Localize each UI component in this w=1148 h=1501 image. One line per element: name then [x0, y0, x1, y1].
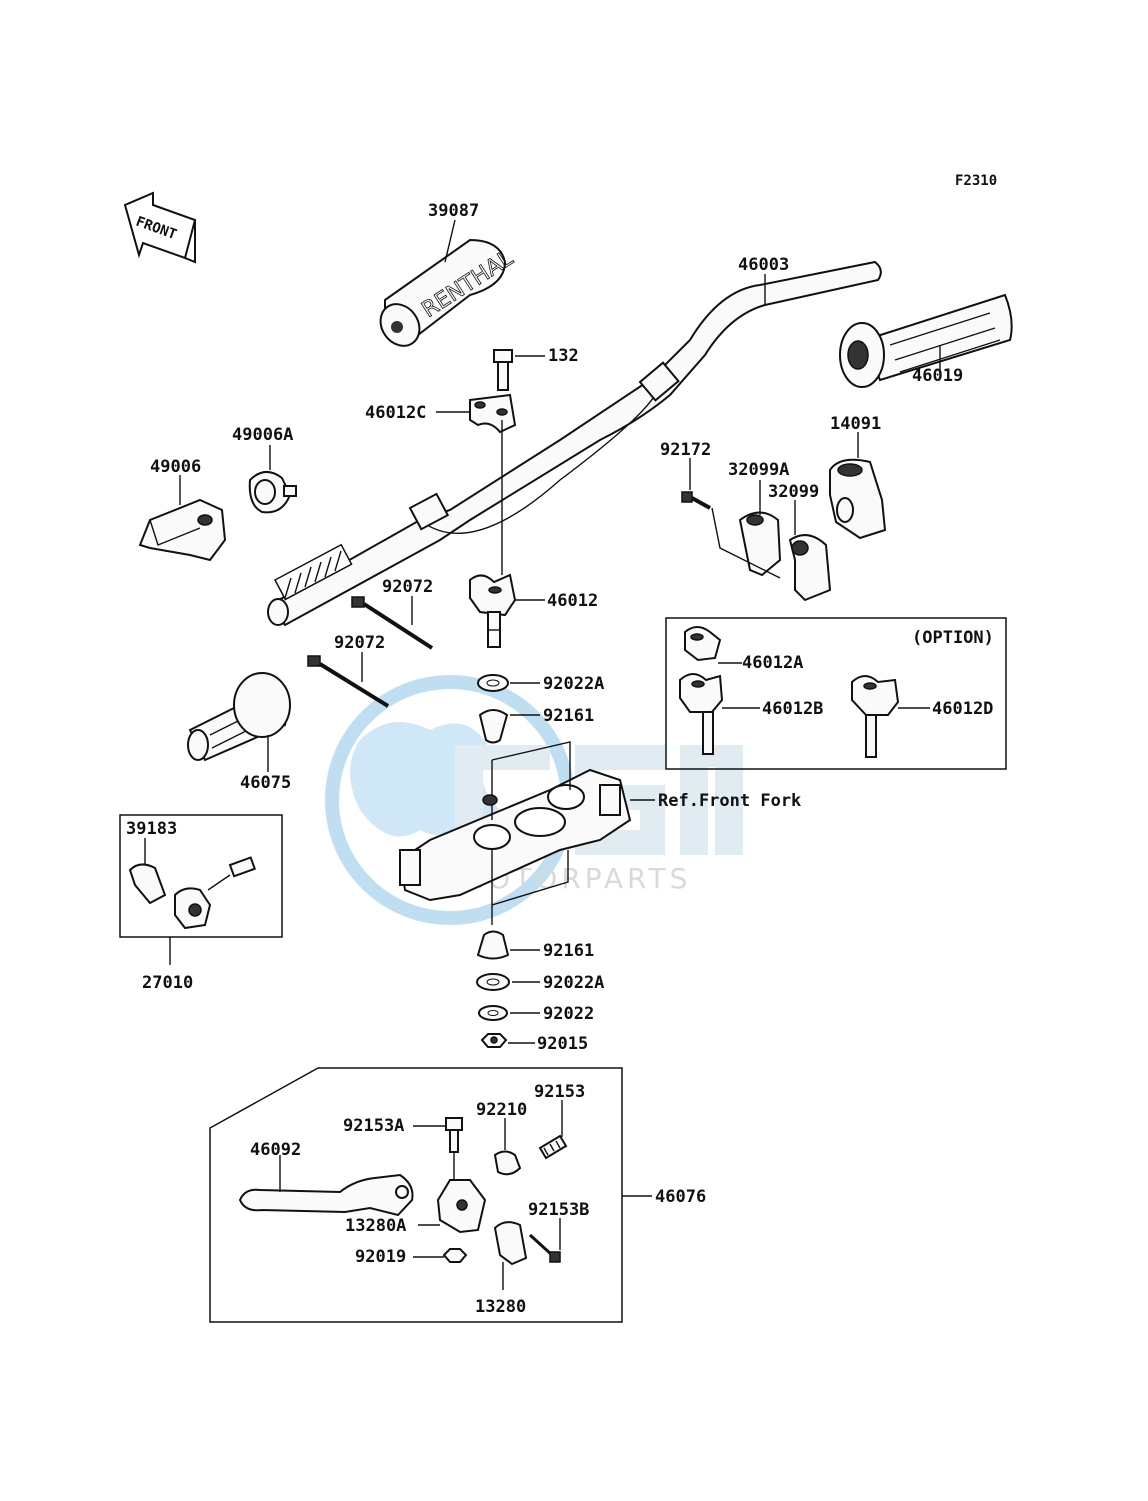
handlebar-holder-46012 [469, 573, 517, 648]
label-92210: 92210 [476, 1100, 527, 1120]
label-92153: 92153 [534, 1082, 585, 1102]
bolt-92153b [528, 1233, 561, 1263]
front-arrow-icon: FRONT [123, 191, 197, 264]
label-92022: 92022 [543, 1004, 594, 1024]
screw-92172 [681, 491, 711, 510]
switch-clamp-39183 [128, 863, 167, 905]
adjuster-92210 [493, 1150, 522, 1176]
label-46003: 46003 [738, 255, 789, 275]
switch-box [119, 814, 283, 938]
handlebar [267, 260, 882, 627]
lever-cover-49006 [138, 498, 227, 562]
label-32099: 32099 [768, 482, 819, 502]
bolt-92153 [538, 1134, 568, 1160]
throttle-cable-clamp-32099 [788, 534, 832, 602]
label-46012d: 46012D [932, 699, 993, 719]
label-46012c: 46012C [365, 403, 426, 423]
rubber-damper-92161-bottom [476, 930, 510, 960]
label-14091: 14091 [830, 414, 881, 434]
nut-92015 [480, 1033, 508, 1048]
label-39087: 39087 [428, 201, 479, 221]
label-92072-upper: 92072 [382, 577, 433, 597]
label-27010: 27010 [142, 973, 193, 993]
throttle-cable-clamp-32099a [738, 511, 782, 577]
bolt-92153a [445, 1117, 463, 1153]
label-46012: 46012 [547, 591, 598, 611]
holder-46012b [679, 673, 724, 755]
washer-92022a-bottom [476, 973, 510, 991]
label-46075: 46075 [240, 773, 291, 793]
label-49006: 49006 [150, 457, 201, 477]
label-92153a: 92153A [343, 1116, 404, 1136]
label-92015: 92015 [537, 1034, 588, 1054]
engine-stop-switch [174, 856, 257, 930]
option-box-label: (OPTION) [912, 628, 994, 648]
cable-tie-92072-upper [351, 596, 434, 650]
rubber-damper-92161-top [478, 709, 509, 744]
label-92022a-top: 92022A [543, 674, 604, 694]
throttle-housing-14091 [829, 458, 887, 540]
label-39183: 39183 [126, 819, 177, 839]
clutch-lever-box [209, 1067, 623, 1323]
lever-holder-13280a [436, 1179, 487, 1234]
cable-tie-92072-lower [307, 655, 390, 708]
washer-92022 [478, 1005, 508, 1021]
clutch-lever-46092 [238, 1173, 414, 1217]
option-box [665, 617, 1007, 770]
label-92161-bottom: 92161 [543, 941, 594, 961]
label-46092: 46092 [250, 1140, 301, 1160]
adjuster-49006a [248, 471, 297, 514]
washer-92022a-top [477, 674, 509, 692]
label-46076: 46076 [655, 1187, 706, 1207]
left-grip-46075 [187, 672, 291, 762]
label-92161-top: 92161 [543, 706, 594, 726]
upper-triple-clamp [398, 768, 632, 902]
label-92022a-bottom: 92022A [543, 973, 604, 993]
throttle-grip [839, 293, 1013, 388]
label-13280: 13280 [475, 1297, 526, 1317]
label-92153b: 92153B [528, 1200, 589, 1220]
label-46012a: 46012A [742, 653, 803, 673]
clamp-46012a [684, 626, 722, 662]
label-46019: 46019 [912, 366, 963, 386]
label-46012b: 46012B [762, 699, 823, 719]
clamp-upper-46012c [469, 393, 517, 434]
handlebar-pad: RENTHAL [379, 238, 519, 347]
label-92019: 92019 [355, 1247, 406, 1267]
label-92072-lower: 92072 [334, 633, 385, 653]
label-13280a: 13280A [345, 1216, 406, 1236]
lever-clamp-13280 [493, 1221, 528, 1266]
label-32099a: 32099A [728, 460, 789, 480]
figure-code: F2310 [955, 173, 997, 189]
label-92172: 92172 [660, 440, 711, 460]
label-132: 132 [548, 346, 579, 366]
label-49006a: 49006A [232, 425, 293, 445]
nut-92019 [442, 1248, 468, 1263]
reference-label-front-fork: Ref.Front Fork [658, 791, 801, 811]
holder-46012d [851, 675, 900, 758]
handlebar-grip-knurl [273, 543, 353, 601]
bolt-132 [493, 349, 513, 391]
